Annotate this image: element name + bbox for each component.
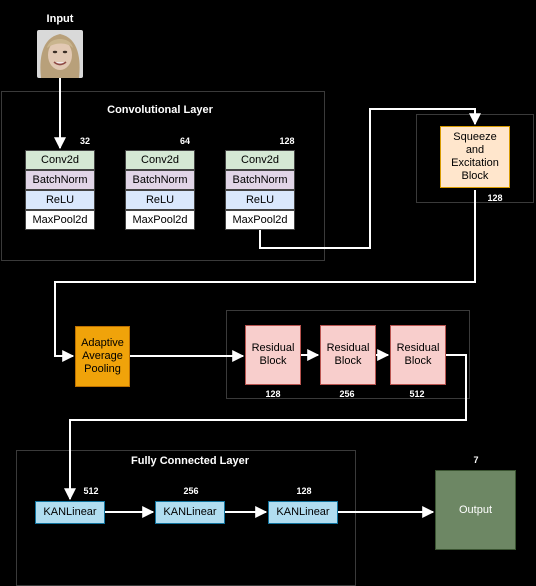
residual-panel	[226, 310, 470, 399]
conv-block-1-conv2d: Conv2d	[25, 150, 95, 170]
conv-block-1-maxpool2d: MaxPool2d	[25, 210, 95, 230]
residual-block-1: Residual Block	[245, 325, 301, 385]
conv-layer-title: Convolutional Layer	[107, 104, 213, 116]
conv-block-3-conv2d: Conv2d	[225, 150, 295, 170]
conv-block-1-channels: 32	[79, 136, 90, 146]
kan-block-1-channels: 512	[83, 486, 99, 496]
conv-block-1-relu: ReLU	[25, 190, 95, 210]
input-title: Input	[46, 13, 74, 25]
input-face-image	[37, 30, 83, 78]
kan-block-2: KANLinear	[155, 501, 225, 524]
residual-block-1-channels: 128	[265, 389, 281, 399]
conv-block-3-batchnorm: BatchNorm	[225, 170, 295, 190]
fc-layer-title: Fully Connected Layer	[131, 455, 249, 467]
conv-block-3-channels: 128	[279, 136, 295, 146]
conv-block-2-channels: 64	[179, 136, 190, 146]
kan-block-2-channels: 256	[183, 486, 199, 496]
residual-block-2-channels: 256	[339, 389, 355, 399]
arrow-se-to-pool	[54, 190, 476, 362]
se-block: Squeeze and Excitation Block	[440, 126, 510, 188]
kan-block-3-channels: 128	[296, 486, 312, 496]
kan-block-3: KANLinear	[268, 501, 338, 524]
adaptive-pooling-block: Adaptive Average Pooling	[75, 326, 130, 387]
conv-block-2-relu: ReLU	[125, 190, 195, 210]
conv-block-2-batchnorm: BatchNorm	[125, 170, 195, 190]
conv-block-1-batchnorm: BatchNorm	[25, 170, 95, 190]
conv-block-3-relu: ReLU	[225, 190, 295, 210]
conv-block-3-maxpool2d: MaxPool2d	[225, 210, 295, 230]
kan-block-1: KANLinear	[35, 501, 105, 524]
se-block-channels: 128	[487, 193, 503, 203]
arrow-res3-to-kan1	[64, 354, 467, 501]
residual-block-2: Residual Block	[320, 325, 376, 385]
arrow-conv-to-se	[259, 108, 481, 249]
conv-block-2-maxpool2d: MaxPool2d	[125, 210, 195, 230]
residual-block-3: Residual Block	[390, 325, 446, 385]
conv-layer-panel	[1, 91, 325, 261]
conv-block-2-conv2d: Conv2d	[125, 150, 195, 170]
output-block: Output	[435, 470, 516, 550]
residual-block-3-channels: 512	[409, 389, 425, 399]
output-channels: 7	[473, 455, 479, 465]
